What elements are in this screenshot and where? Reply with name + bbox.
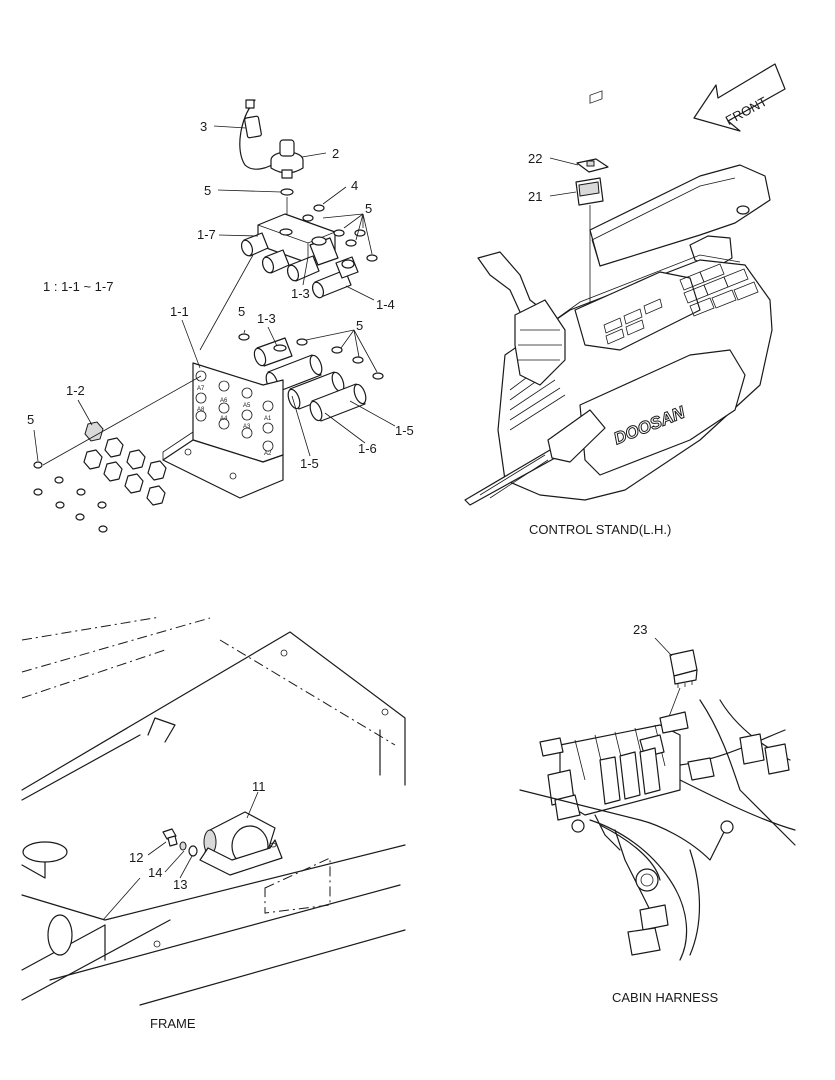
o-ring	[302, 214, 314, 222]
bracket-mark: A8	[197, 407, 205, 413]
part-label-11: 11	[252, 779, 266, 794]
part-label-1-5: 1-5	[395, 423, 414, 438]
relay-box	[559, 711, 689, 816]
tee-fitting	[309, 236, 339, 266]
o-ring	[345, 239, 357, 247]
relay	[659, 649, 698, 741]
joystick	[477, 251, 566, 386]
bracket-mark: A2	[264, 451, 272, 457]
tee-fitting	[253, 337, 293, 367]
connector	[687, 757, 715, 781]
part-label-23: 23	[633, 622, 647, 637]
part-label-21: 21	[528, 189, 542, 204]
part-label-1-3: 1-3	[257, 311, 276, 326]
o-ring	[333, 229, 345, 237]
part-label-4: 4	[351, 178, 358, 193]
part-label-2: 2	[332, 146, 339, 161]
bracket-mark: A6	[220, 398, 228, 404]
armrest	[589, 164, 771, 269]
part-label-1-2: 1-2	[66, 383, 85, 398]
control-stand-assembly: FRONT	[464, 63, 786, 537]
o-ring-group	[33, 461, 108, 533]
sensor-wire	[239, 99, 279, 170]
grommet	[635, 868, 659, 892]
part-label-1-6: 1-6	[358, 441, 377, 456]
part-label-22: 22	[528, 151, 542, 166]
part-label-3: 3	[200, 119, 207, 134]
buzzer	[199, 811, 283, 876]
cabin-harness-caption: CABIN HARNESS	[612, 990, 719, 1005]
bolt	[162, 828, 178, 847]
part-label-14: 14	[148, 865, 162, 880]
nut	[188, 845, 198, 857]
nut-group	[83, 421, 167, 506]
o-ring	[313, 204, 325, 212]
bracket-mark: A1	[264, 416, 272, 422]
connector	[554, 794, 581, 821]
ground-terminal	[571, 819, 585, 833]
switch-cap	[576, 158, 609, 173]
check-valve	[309, 383, 367, 422]
part-label-13: 13	[173, 877, 187, 892]
part-label-5: 5	[365, 201, 372, 216]
pressure-switch-assembly: A7 A8 A5 A6 A3 A4 A1 A2	[27, 99, 414, 533]
connector	[764, 743, 790, 775]
ring-terminal	[720, 820, 734, 834]
part-label-5: 5	[204, 183, 211, 198]
part-label-1-1: 1-1	[170, 304, 189, 319]
part-label-1-4: 1-4	[376, 297, 395, 312]
part-label-12: 12	[129, 850, 143, 865]
assembly-note: 1 : 1-1 ~ 1-7	[43, 279, 113, 294]
washer	[179, 841, 187, 851]
frame-assembly: 11 12 14 13 FRAME	[21, 616, 406, 1031]
control-stand-caption: CONTROL STAND(L.H.)	[529, 522, 671, 537]
part-label-1-5: 1-5	[300, 456, 319, 471]
frame-structure	[21, 616, 406, 1006]
rocker-switch	[575, 177, 604, 320]
o-ring	[280, 188, 294, 196]
part-label-1-7: 1-7	[197, 227, 216, 242]
fitting	[286, 255, 320, 282]
connector	[639, 904, 669, 931]
lock-lever	[464, 409, 606, 506]
elbow-fitting	[311, 256, 359, 299]
cabin-harness-assembly: 23 CABIN HARNESS	[519, 622, 796, 1005]
connector	[539, 737, 564, 757]
bracket-mark: A4	[220, 416, 228, 422]
bracket-mark: A5	[243, 403, 251, 409]
fitting	[261, 249, 290, 274]
frame-caption: FRAME	[150, 1016, 196, 1031]
part-label-1-3: 1-3	[291, 286, 310, 301]
check-valve	[287, 371, 345, 410]
mounting-bracket: A7 A8 A5 A6 A3 A4 A1 A2	[162, 362, 284, 499]
keypad	[589, 90, 759, 345]
bracket-mark: A3	[243, 424, 251, 430]
bracket-mark: A7	[197, 386, 205, 392]
fitting	[240, 232, 269, 257]
front-arrow-icon: FRONT	[693, 63, 786, 132]
leader-lines	[33, 125, 396, 466]
o-ring	[366, 254, 378, 262]
part-label-5: 5	[356, 318, 363, 333]
pressure-switch	[270, 139, 304, 179]
fitting-group-lower	[238, 333, 384, 422]
part-label-5: 5	[238, 304, 245, 319]
o-ring	[354, 229, 366, 237]
part-label-5: 5	[27, 412, 34, 427]
connector	[739, 733, 765, 765]
manifold-block	[240, 213, 359, 299]
connector	[627, 927, 661, 956]
